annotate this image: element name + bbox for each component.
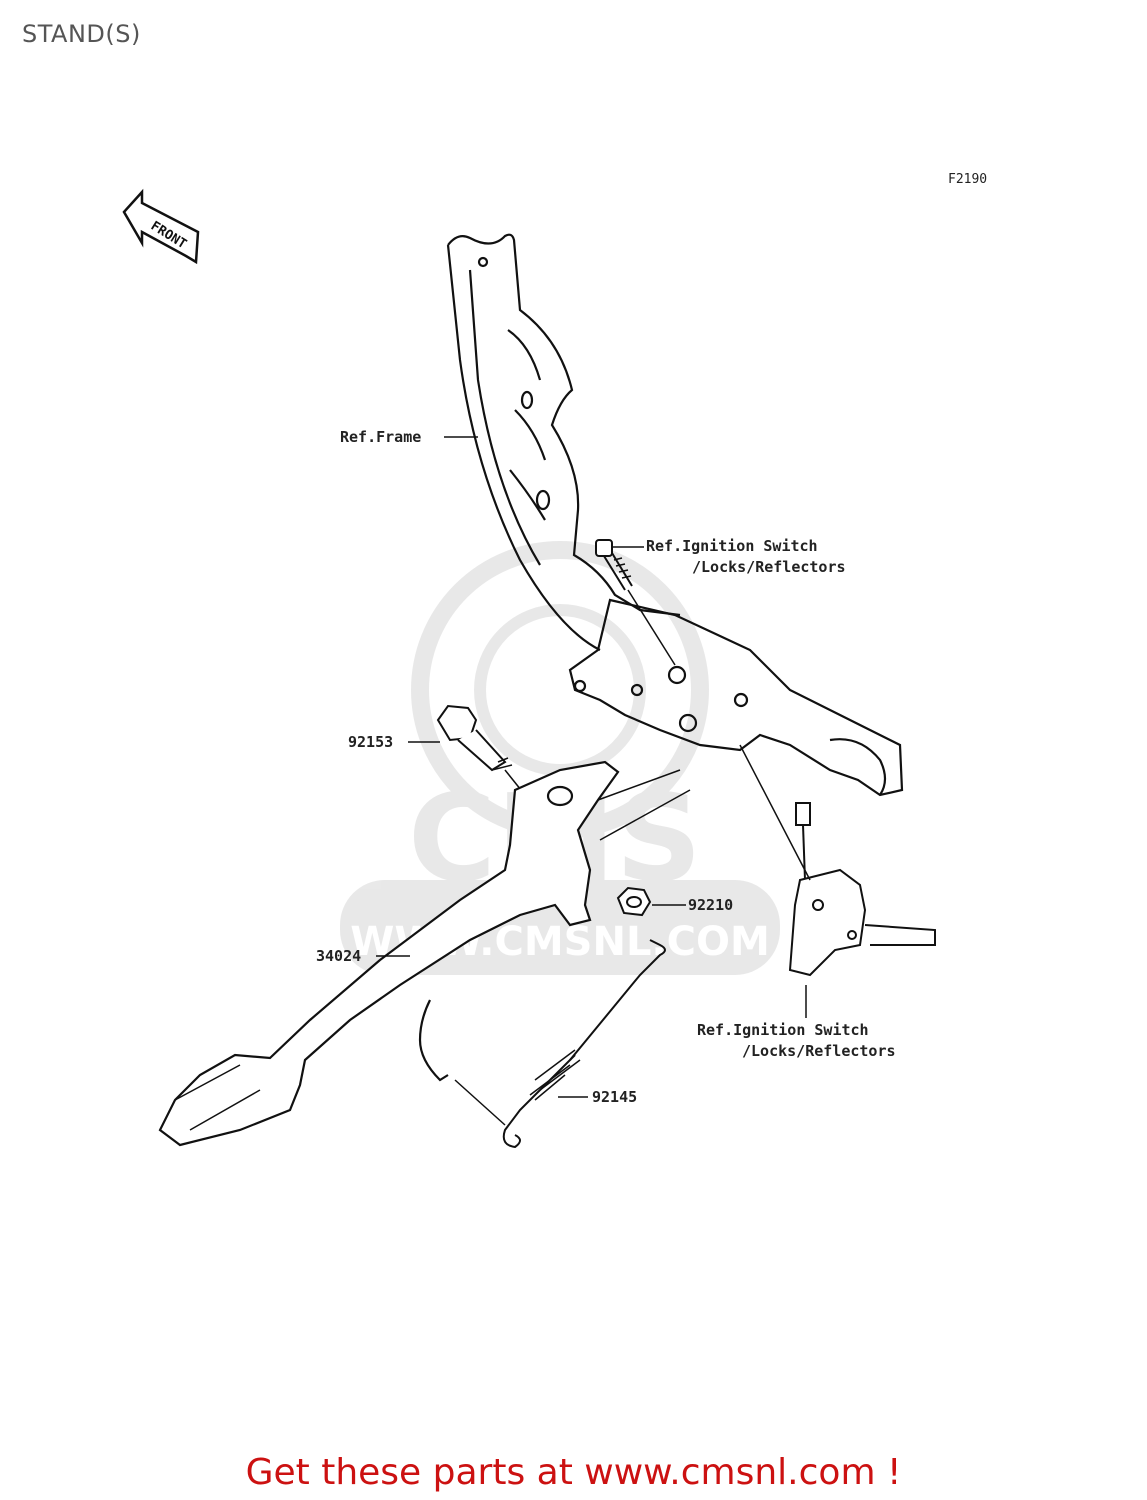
callout-ignition-top-line2: /Locks/Reflectors: [692, 558, 846, 576]
callout-bolt: 92153: [348, 733, 394, 751]
side-stand-drawing: [158, 760, 691, 1147]
callout-ignition-top-line1: Ref.Ignition Switch: [646, 537, 818, 555]
ignition-bolt-top: [595, 539, 676, 666]
bolt-92153: [436, 704, 546, 821]
sidestand-switch-drawing: [739, 744, 936, 977]
frame-drawing: [446, 233, 904, 797]
leader-lines: [376, 436, 807, 1098]
callout-spring: 92145: [592, 1088, 638, 1106]
callout-nut: 92210: [688, 896, 734, 914]
nut-92210: [616, 886, 652, 917]
callout-ref-frame: Ref.Frame: [340, 428, 422, 446]
figure-id: F2190: [948, 172, 988, 187]
page-title: STAND(S): [22, 20, 141, 48]
callout-stand: 34024: [316, 947, 362, 965]
callout-ignition-bottom-line2: /Locks/Reflectors: [742, 1042, 896, 1060]
spring-92145: [454, 939, 666, 1149]
footer-link[interactable]: Get these parts at www.cmsnl.com !: [245, 1452, 902, 1493]
callout-ignition-bottom-line1: Ref.Ignition Switch: [697, 1021, 869, 1039]
front-arrow-icon: FRONT: [122, 188, 200, 265]
